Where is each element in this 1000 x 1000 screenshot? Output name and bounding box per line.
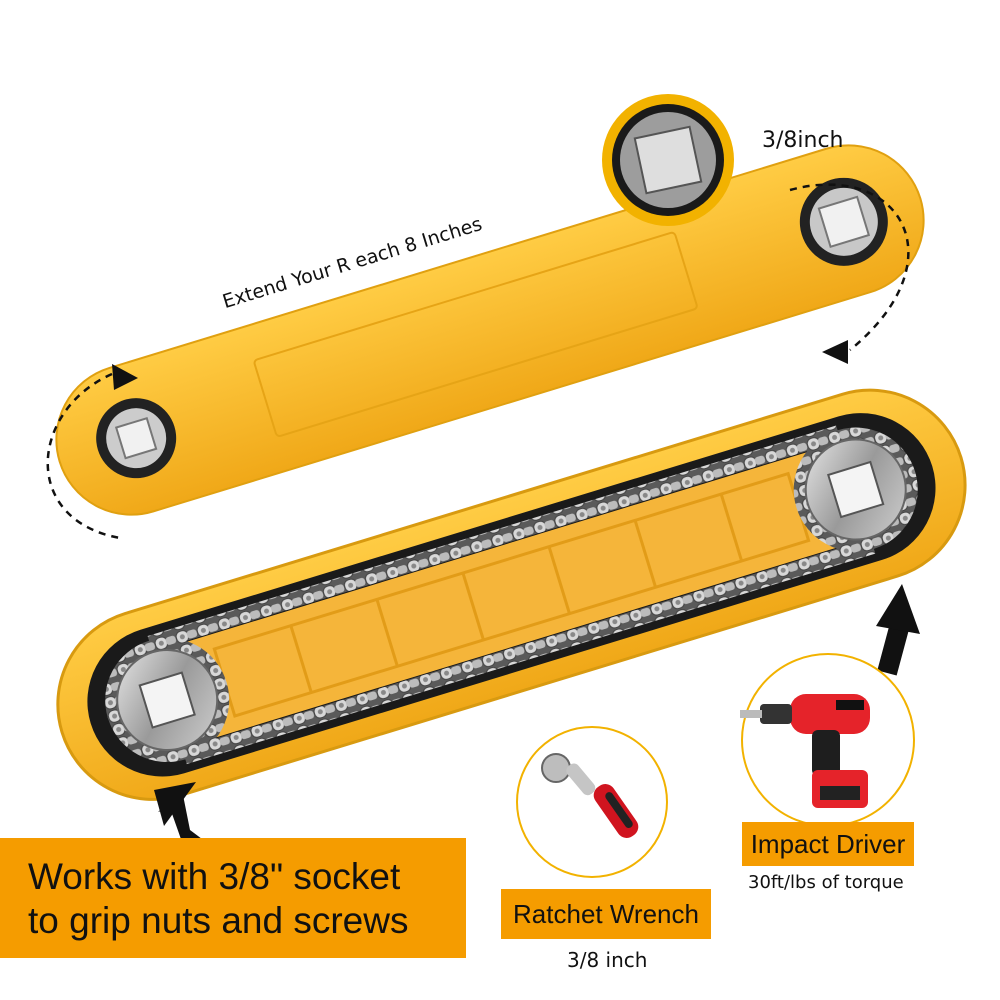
ratchet-wrench-image xyxy=(516,726,668,878)
chain-drive-wrench xyxy=(56,388,967,801)
socket-closeup xyxy=(602,94,734,226)
rotation-arc-right xyxy=(789,183,910,351)
banner-line-2: to grip nuts and screws xyxy=(28,900,409,941)
banner-line-1: Works with 3/8" socket xyxy=(28,856,401,897)
impact-torque-label: 30ft/lbs of torque xyxy=(748,872,904,893)
ratchet-size-label: 3/8 inch xyxy=(567,948,648,972)
socket-size-label: 3/8inch xyxy=(762,128,844,153)
arrow-head-left xyxy=(112,364,138,390)
feature-banner: Works with 3/8" socket to grip nuts and … xyxy=(0,838,466,958)
impact-driver-image xyxy=(740,653,915,827)
flat-extension-wrench xyxy=(55,144,925,516)
impact-driver-label: Impact Driver xyxy=(742,822,914,866)
arrow-up-right xyxy=(876,584,920,676)
ratchet-wrench-label: Ratchet Wrench xyxy=(501,889,711,939)
arrow-head-right xyxy=(822,340,848,364)
